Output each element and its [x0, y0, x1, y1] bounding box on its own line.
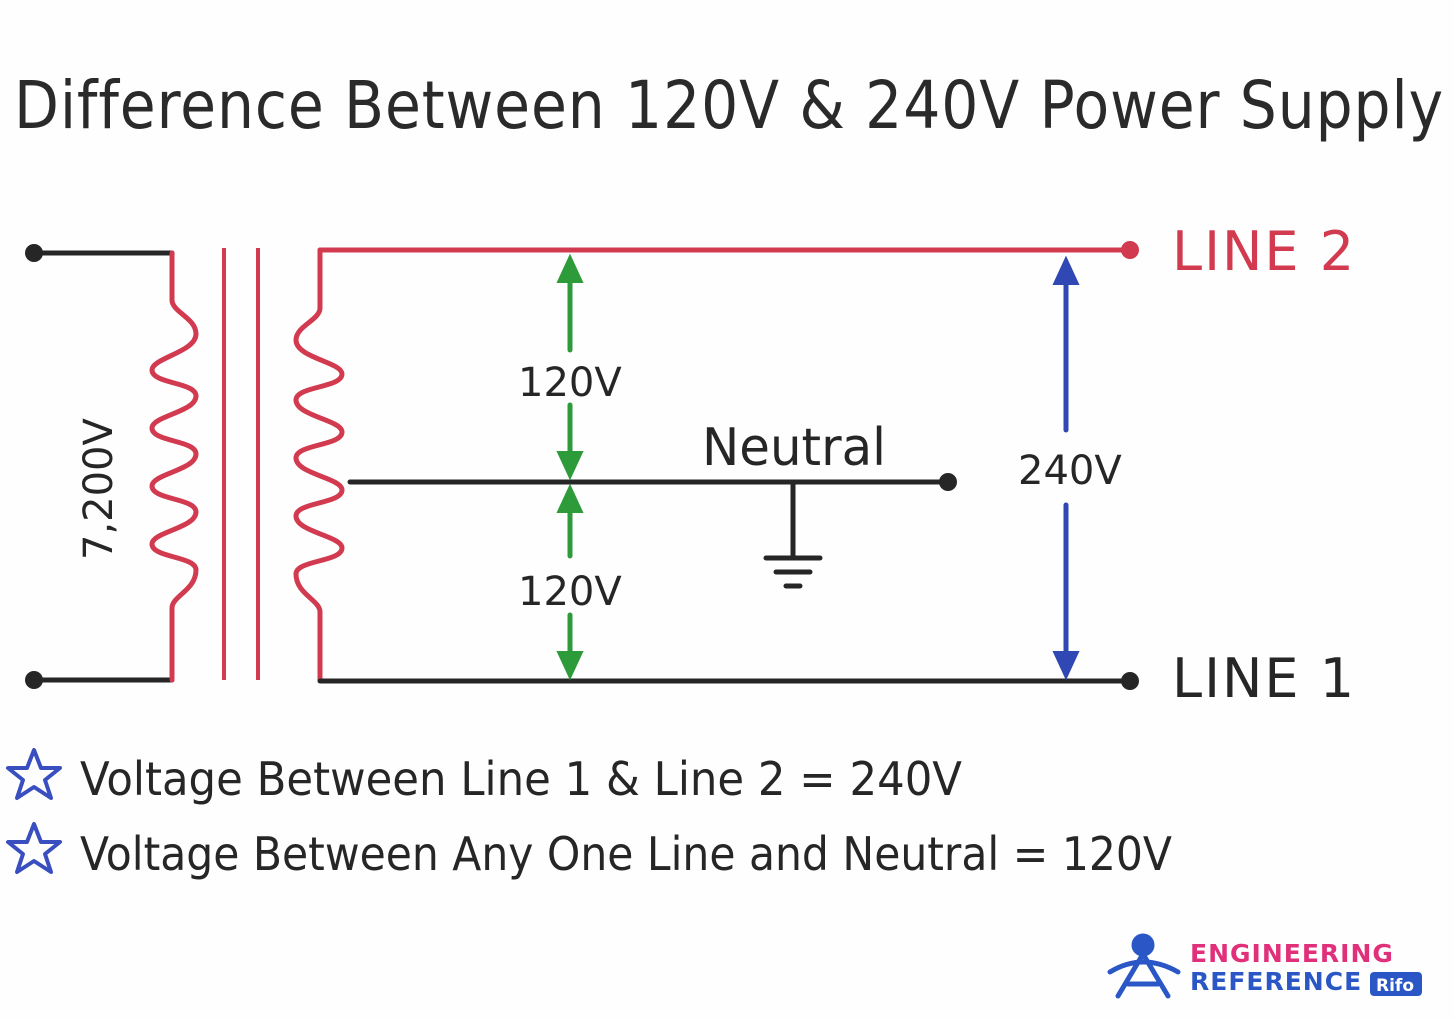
line1-terminal: [1121, 672, 1139, 690]
logo-line2: REFERENCE: [1190, 967, 1362, 996]
line2-terminal: [1121, 241, 1139, 259]
note-star-2: [6, 822, 62, 874]
secondary-coil: [293, 247, 345, 683]
engineering-reference-logo: ENGINEERING REFERENCE Rifo: [1107, 933, 1422, 999]
star-icon: [6, 822, 62, 874]
upper-voltage-label: 120V: [518, 360, 622, 406]
compass-icon: [1107, 933, 1181, 999]
lower-120v-arrow: [556, 483, 584, 681]
note-star-1: [6, 748, 62, 800]
primary-voltage-label: 7,200V: [76, 417, 122, 560]
note-line-neutral: Voltage Between Any One Line and Neutral…: [80, 827, 1172, 881]
transformer-core: [222, 248, 260, 680]
logo-badge-text: Rifo: [1376, 976, 1414, 996]
lower-voltage-label: 120V: [518, 569, 622, 615]
upper-120v-arrow: [556, 253, 584, 481]
star-icon: [6, 748, 62, 800]
line-240v-arrow: [1052, 255, 1080, 681]
neutral-terminal: [939, 473, 957, 491]
logo-badge: [1370, 972, 1422, 996]
primary-terminals: [31, 250, 175, 683]
neutral-label: Neutral: [702, 418, 886, 478]
primary-bottom-terminal: [25, 671, 43, 689]
line1-label: LINE 1: [1172, 647, 1356, 710]
ground-icon: [763, 479, 823, 589]
note-line1-line2: Voltage Between Line 1 & Line 2 = 240V: [80, 752, 963, 806]
line2-label: LINE 2: [1172, 220, 1356, 283]
primary-coil: [149, 250, 199, 683]
diagram-title: Difference Between 120V & 240V Power Sup…: [14, 67, 1444, 144]
line-voltage-label: 240V: [1018, 448, 1122, 494]
primary-top-terminal: [25, 244, 43, 262]
logo-line1: ENGINEERING: [1190, 939, 1394, 968]
